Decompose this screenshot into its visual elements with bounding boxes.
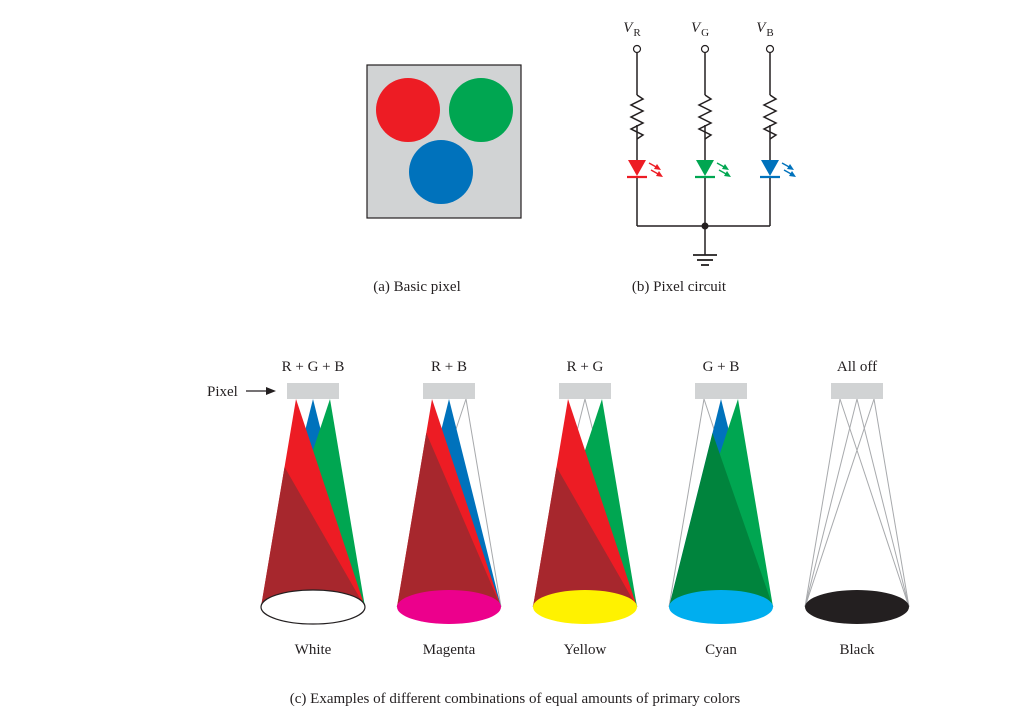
combo-white: R + G + B White	[260, 359, 366, 658]
pixel-bar	[559, 383, 611, 399]
off-ray-red	[839, 398, 910, 608]
resistor-b	[762, 94, 778, 140]
beam-overlap	[261, 467, 365, 607]
combinations-caption: (c) Examples of different combinations o…	[290, 691, 741, 707]
source-label-g: VG	[691, 20, 709, 39]
result-spot	[805, 590, 909, 624]
result-spot	[260, 589, 366, 625]
terminal-r	[632, 44, 642, 54]
off-ray-red	[804, 398, 841, 608]
branch-b: VB	[756, 20, 796, 226]
source-label-r: VR	[623, 20, 641, 39]
combo-label: R + G + B	[282, 359, 345, 375]
result-spot	[533, 590, 637, 624]
resistor-r	[629, 94, 645, 140]
result-label: White	[295, 642, 332, 658]
pixel-circuit: VR VG VB	[623, 20, 796, 266]
result-label: Black	[840, 642, 875, 658]
basic-pixel-caption: (a) Basic pixel	[373, 279, 460, 295]
beam-overlap	[669, 433, 773, 607]
blue-subpixel	[409, 140, 473, 204]
red-subpixel	[376, 78, 440, 142]
led-r	[627, 160, 663, 179]
result-label: Cyan	[705, 642, 737, 658]
off-ray-blue	[804, 398, 858, 608]
combo-label: R + B	[431, 359, 467, 375]
branch-r: VR	[623, 20, 663, 226]
result-spot	[397, 590, 501, 624]
pixel-circuit-caption: (b) Pixel circuit	[632, 279, 727, 295]
pixel-label: Pixel	[207, 384, 238, 400]
combo-label: All off	[837, 359, 877, 375]
branch-g: VG	[691, 20, 731, 226]
color-combinations: R + G + B White R + B Magenta R + G Yellow G +…	[260, 359, 910, 658]
off-ray-green	[465, 398, 502, 608]
result-spot	[669, 590, 773, 624]
led-g	[695, 160, 731, 179]
terminal-b	[765, 44, 775, 54]
beam-overlap	[533, 467, 637, 607]
pixel-bar	[831, 383, 883, 399]
terminal-g	[700, 44, 710, 54]
beam-overlap	[397, 433, 501, 607]
pixel-bar	[423, 383, 475, 399]
result-label: Yellow	[564, 642, 607, 658]
resistor-g	[697, 94, 713, 140]
result-label: Magenta	[423, 642, 476, 658]
off-ray-red	[668, 398, 705, 608]
pixel-bar	[287, 383, 339, 399]
green-subpixel	[449, 78, 513, 142]
pixel-bar	[695, 383, 747, 399]
source-label-b: VB	[756, 20, 774, 39]
pixel-arrow	[246, 387, 276, 395]
combo-cyan: G + B Cyan	[668, 359, 774, 658]
combo-label: G + B	[703, 359, 740, 375]
off-ray-green	[804, 398, 875, 608]
combo-magenta: R + B Magenta	[396, 359, 502, 658]
off-ray-green	[873, 398, 910, 608]
combo-yellow: R + G Yellow	[532, 359, 638, 658]
led-b	[760, 160, 796, 179]
ground-symbol	[693, 254, 717, 266]
off-ray-blue	[856, 398, 910, 608]
combo-label: R + G	[567, 359, 604, 375]
basic-pixel	[366, 64, 522, 219]
